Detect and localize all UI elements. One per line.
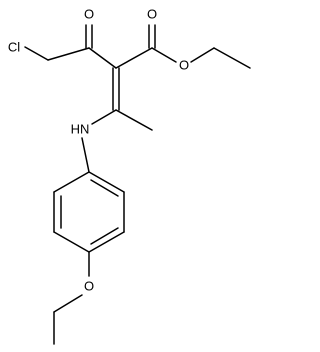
ketone-oxygen-label: O <box>84 6 94 21</box>
ester-carbonyl-oxygen-label: O <box>147 6 157 21</box>
bond-c2-c1 <box>115 47 153 69</box>
ring-bond-4 <box>53 231 90 253</box>
ring-bond-3 <box>88 231 125 253</box>
bond-o-ester-ch2 <box>190 47 215 63</box>
chlorine-label: Cl <box>8 39 20 54</box>
ester-oxygen-label: O <box>179 57 189 72</box>
ring-inner-bond-2 <box>90 227 119 245</box>
bond-ch2-ch3-ester <box>213 47 251 69</box>
chemical-structure: Cl O O O HN O <box>8 6 251 345</box>
ring-inner-bond-1 <box>90 179 119 197</box>
bond-c3-c2 <box>88 47 117 69</box>
ring-bond-6 <box>53 171 90 193</box>
bond-c4-nh <box>91 109 117 125</box>
bond-o-ether-ch2 <box>53 294 83 313</box>
amine-label: HN <box>71 121 90 136</box>
bond-cl-ch2 <box>24 46 49 61</box>
bond-c4-ch3 <box>115 109 153 131</box>
bond-c1-o-ester <box>151 47 177 63</box>
ether-oxygen-label: O <box>84 278 94 293</box>
ring-bond-1 <box>88 171 125 193</box>
bond-nh-ring <box>81 137 90 173</box>
bond-ch2-c3 <box>47 47 90 61</box>
